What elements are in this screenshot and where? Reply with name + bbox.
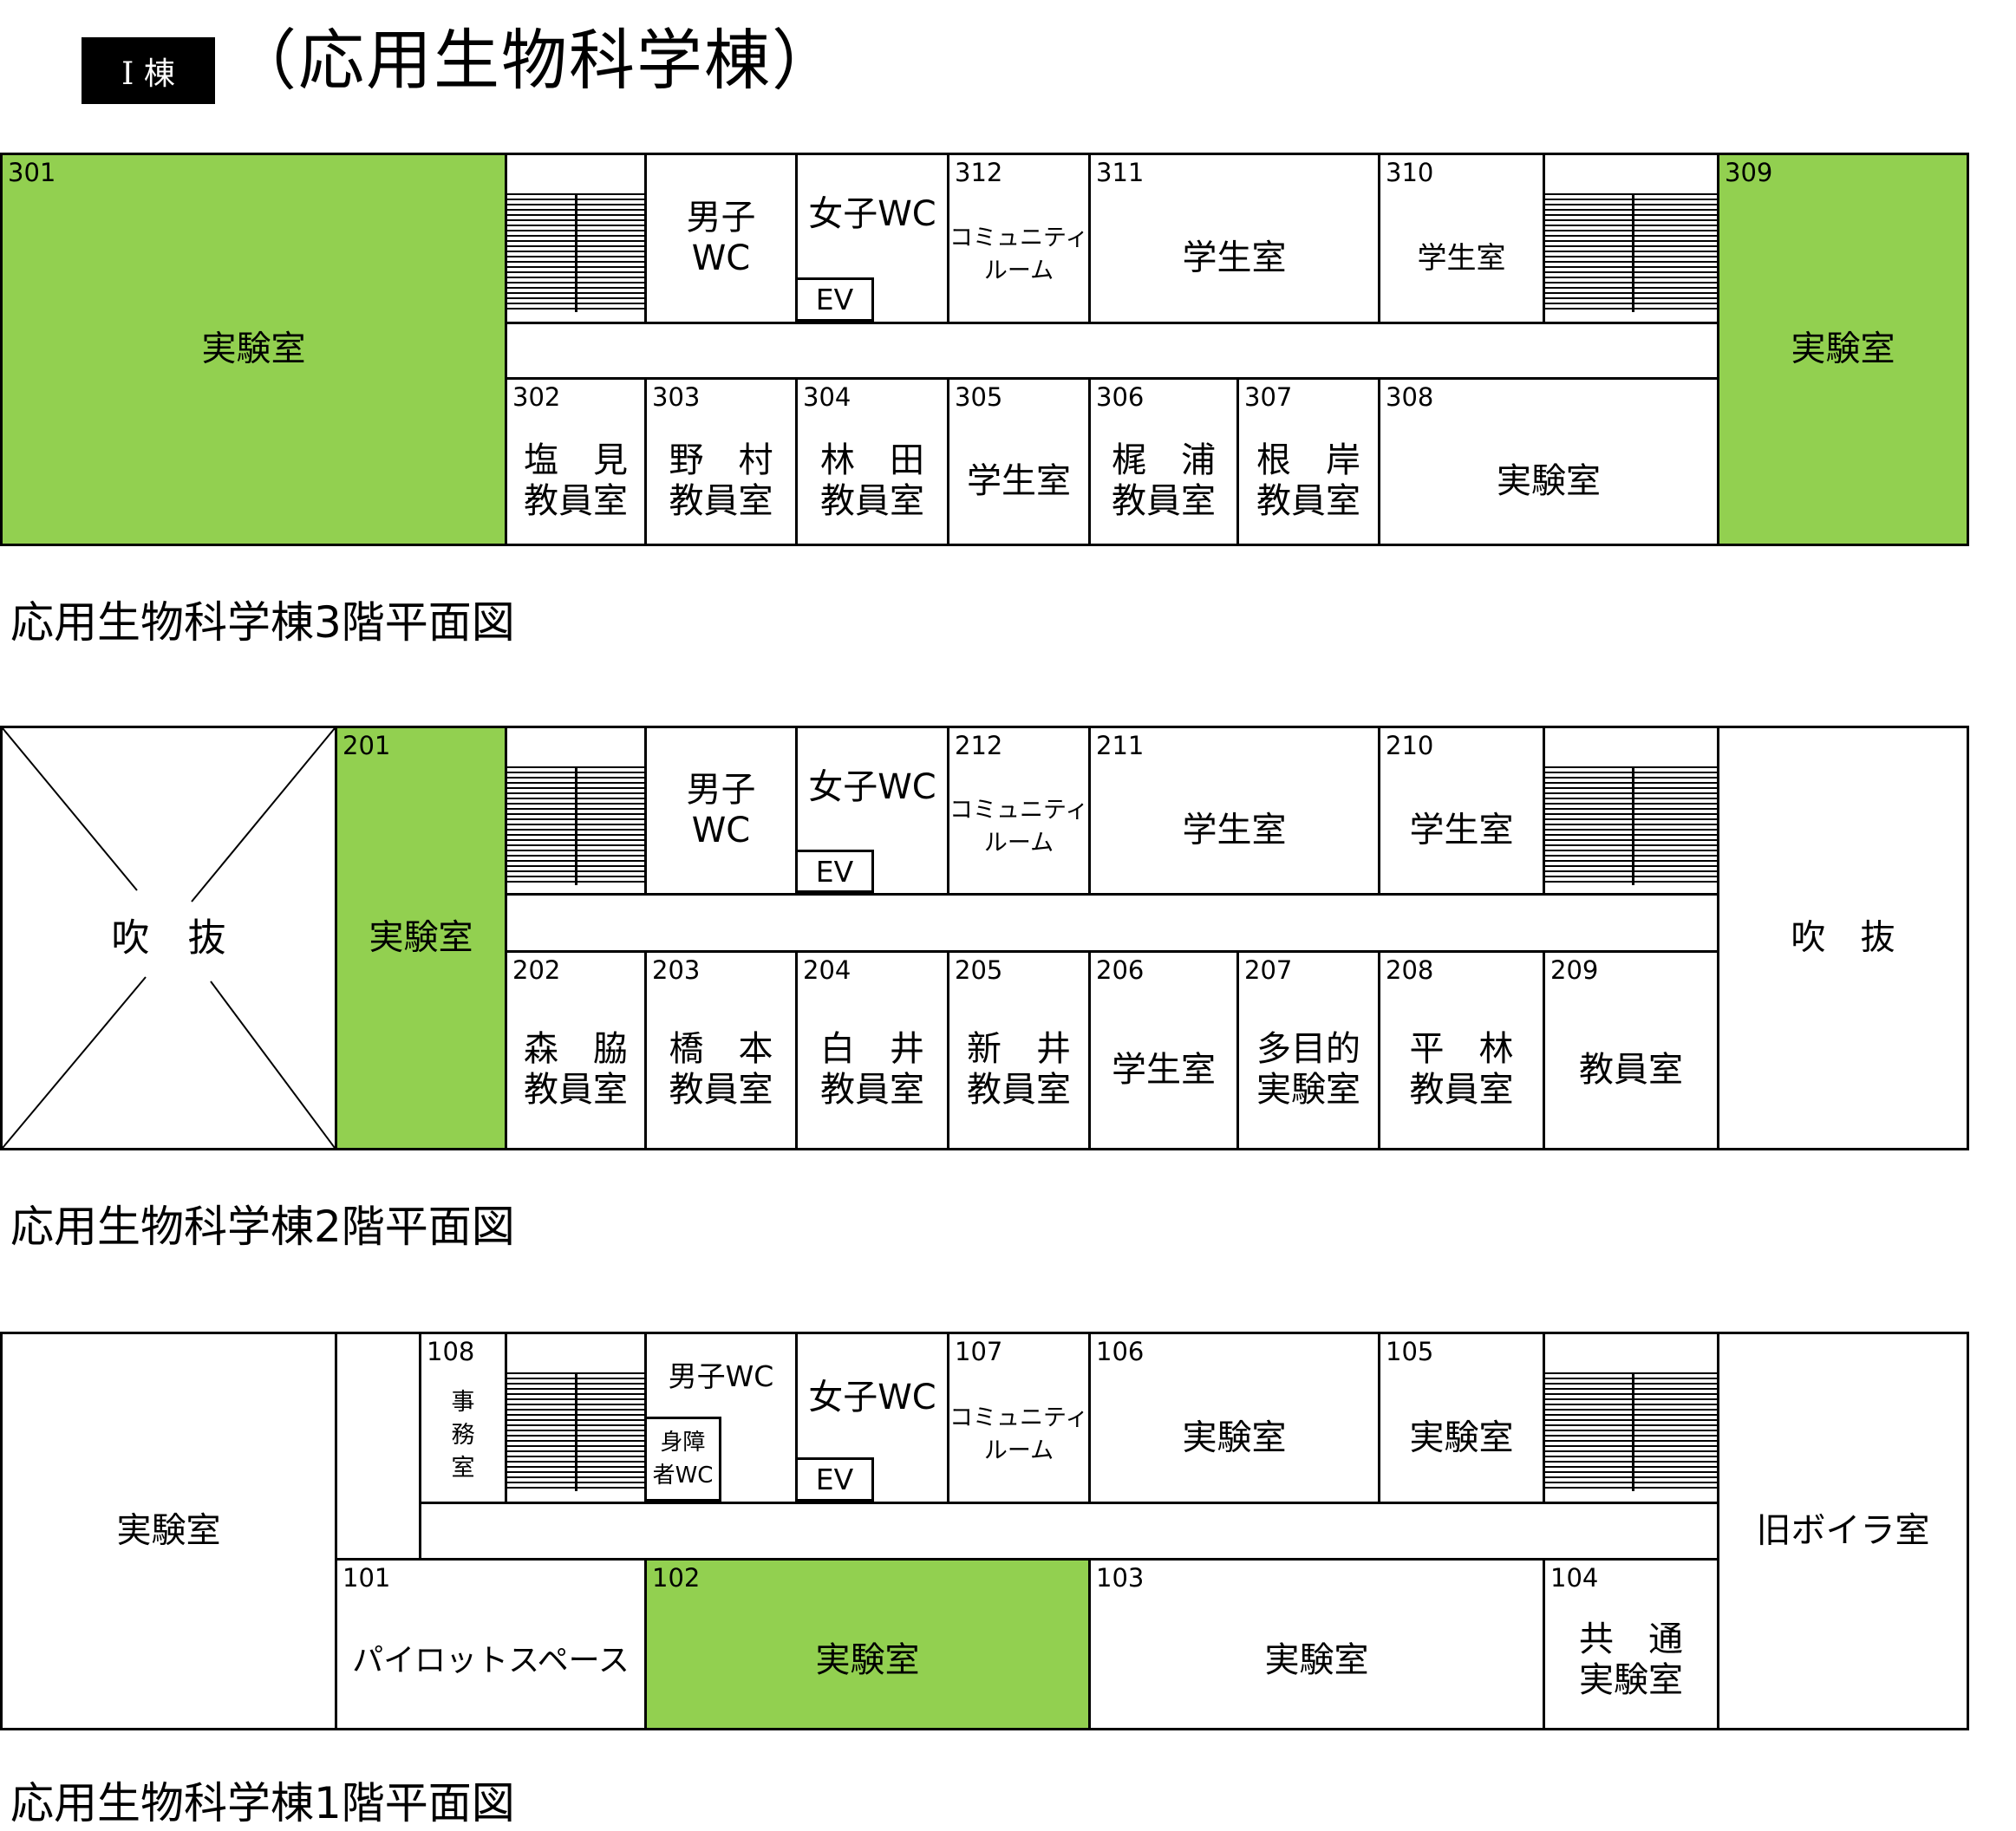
wc-men[interactable]: 男子 WC (644, 726, 798, 896)
room-number: 301 (8, 158, 56, 187)
room-301[interactable]: 301 実験室 (0, 153, 507, 546)
wc-men[interactable]: 男子WC 身障 者WC (644, 1332, 798, 1504)
room-302[interactable]: 302 塩 見 教員室 (505, 377, 647, 546)
room-202[interactable]: 202 森 脇 教員室 (505, 950, 647, 1150)
room-label: 実験室 (201, 329, 306, 369)
room-310[interactable]: 310 学生室 (1378, 153, 1545, 324)
room-108[interactable]: 108 事 務 室 (419, 1332, 507, 1504)
floor1-plan: 実験室 108 事 務 室 男子WC 身障 者WC 女子WC EV 107 コミ… (0, 1332, 1969, 1730)
room-303[interactable]: 303 野 村 教員室 (644, 377, 798, 546)
room-208[interactable]: 208 平 林 教員室 (1378, 950, 1545, 1150)
old-boiler-room[interactable]: 旧ボイラ室 (1717, 1332, 1969, 1730)
room-209[interactable]: 209 教員室 (1543, 950, 1719, 1150)
cross-icon (3, 728, 335, 1148)
stairwell-left (505, 1332, 647, 1504)
wc-women[interactable]: 女子WC EV (795, 1332, 949, 1504)
stairwell-right (1543, 726, 1719, 896)
room-304[interactable]: 304 林 田 教員室 (795, 377, 949, 546)
wc-men[interactable]: 男子 WC (644, 153, 798, 324)
stairwell-left (505, 153, 647, 324)
room-105[interactable]: 105 実験室 (1378, 1332, 1545, 1504)
wc-accessible[interactable]: 身障 者WC (644, 1417, 721, 1502)
room-309[interactable]: 309 実験室 (1717, 153, 1969, 546)
room-307[interactable]: 307 根 岸 教員室 (1236, 377, 1380, 546)
entrance-hall (335, 1332, 421, 1561)
floor1-caption: 応用生物科学棟1階平面図 (10, 1778, 515, 1828)
stairs-icon (1545, 193, 1717, 312)
room-106[interactable]: 106 実験室 (1088, 1332, 1380, 1504)
room-203[interactable]: 203 橋 本 教員室 (644, 950, 798, 1150)
room-312[interactable]: 312 コミュニティ ルーム (947, 153, 1091, 324)
elevator[interactable]: EV (795, 850, 874, 893)
room-207[interactable]: 207 多目的 実験室 (1236, 950, 1380, 1150)
room-210[interactable]: 210 学生室 (1378, 726, 1545, 896)
stairwell-left (505, 726, 647, 896)
room-103[interactable]: 103 実験室 (1088, 1558, 1545, 1730)
room-211[interactable]: 211 学生室 (1088, 726, 1380, 896)
building-title: （応用生物科学棟） (231, 22, 839, 99)
lab-left[interactable]: 実験室 (0, 1332, 337, 1730)
room-212[interactable]: 212 コミュニティ ルーム (947, 726, 1091, 896)
void-right: 吹 抜 (1717, 726, 1969, 1150)
room-102[interactable]: 102 実験室 (644, 1558, 1091, 1730)
void-left: 吹 抜 (0, 726, 337, 1150)
floor2-plan: 吹 抜 201 実験室 男子 WC 女子WC EV 212 コミュニティ ルーム… (0, 726, 1969, 1150)
floor2-caption: 応用生物科学棟2階平面図 (10, 1202, 515, 1252)
stairs-icon (1545, 766, 1717, 885)
room-205[interactable]: 205 新 井 教員室 (947, 950, 1091, 1150)
room-204[interactable]: 204 白 井 教員室 (795, 950, 949, 1150)
building-badge: I 棟 (82, 37, 215, 104)
floor3-caption: 応用生物科学棟3階平面図 (10, 597, 515, 648)
stairwell-right (1543, 1332, 1719, 1504)
room-308[interactable]: 308 実験室 (1378, 377, 1719, 546)
room-305[interactable]: 305 学生室 (947, 377, 1091, 546)
elevator[interactable]: EV (795, 277, 874, 322)
wc-women[interactable]: 女子WC EV (795, 153, 949, 324)
room-107[interactable]: 107 コミュニティ ルーム (947, 1332, 1091, 1504)
wc-women[interactable]: 女子WC EV (795, 726, 949, 896)
floor3-plan: 301 実験室 男子 WC 女子WC EV 312 コミュニティ ルーム 311… (0, 153, 1969, 546)
stairs-icon (1545, 1372, 1717, 1491)
room-201[interactable]: 201 実験室 (335, 726, 507, 1150)
room-306[interactable]: 306 梶 浦 教員室 (1088, 377, 1239, 546)
room-311[interactable]: 311 学生室 (1088, 153, 1380, 324)
room-104[interactable]: 104 共 通 実験室 (1543, 1558, 1719, 1730)
room-206[interactable]: 206 学生室 (1088, 950, 1239, 1150)
elevator[interactable]: EV (795, 1457, 874, 1502)
room-101[interactable]: 101 パイロットスペース (335, 1558, 647, 1730)
stairwell-right (1543, 153, 1719, 324)
